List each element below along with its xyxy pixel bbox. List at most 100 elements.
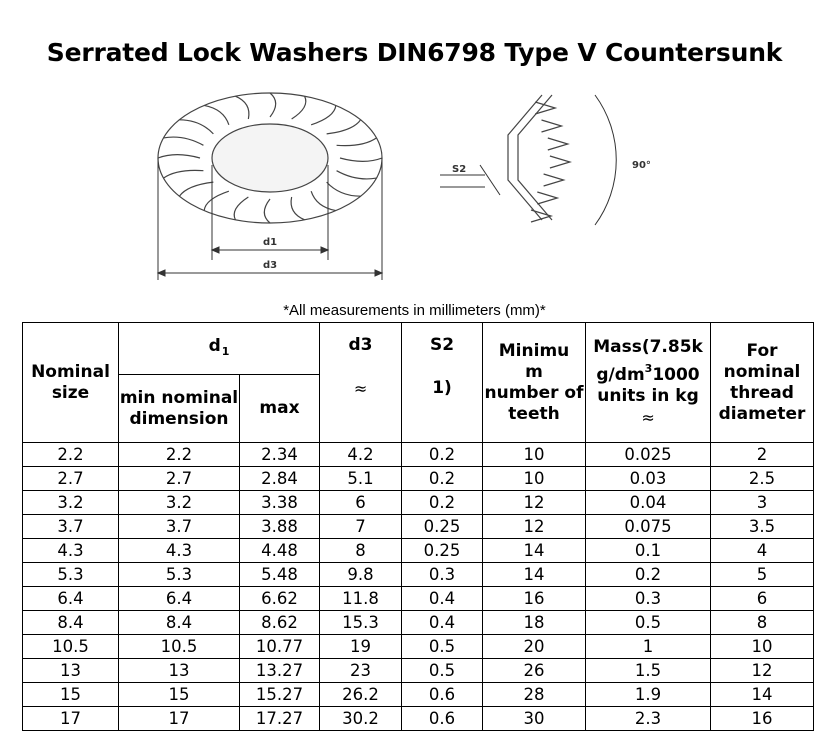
cell-d1-max: 2.84 (238, 466, 321, 491)
cell-teeth: 14 (482, 562, 587, 587)
cell-teeth: 14 (482, 538, 587, 563)
cell-teeth: 10 (482, 466, 587, 491)
cell-d3: 15.3 (319, 610, 403, 635)
cell-mass: 0.025 (585, 442, 712, 467)
header-mass: Mass(7.85k g/dm31000 units in kg ≈ (585, 322, 712, 443)
cell-thread: 2.5 (710, 466, 815, 491)
cell-d1-max: 6.62 (238, 586, 321, 611)
cell-teeth: 18 (482, 610, 587, 635)
serration-tooth (269, 92, 277, 118)
cell-s2: 0.4 (401, 610, 484, 635)
measurement-note: *All measurements in millimeters (mm)* (283, 302, 546, 319)
cell-mass: 1.9 (585, 682, 712, 707)
cell-s2: 0.5 (401, 658, 484, 683)
serration-tooth (290, 196, 305, 221)
d3-dimension (156, 158, 384, 280)
cell-nominal-size: 17 (22, 706, 119, 731)
cell-d1-min: 3.2 (118, 490, 240, 515)
cell-thread: 10 (710, 634, 815, 659)
washer-side-view (507, 94, 572, 223)
serration-tooth (163, 136, 204, 146)
d1-dimension (210, 165, 330, 260)
cell-d1-max: 4.48 (238, 538, 321, 563)
cell-s2: 0.6 (401, 706, 484, 731)
cell-d3: 7 (319, 514, 403, 539)
cell-d3: 11.8 (319, 586, 403, 611)
cell-teeth: 28 (482, 682, 587, 707)
cell-nominal-size: 2.7 (22, 466, 119, 491)
cell-nominal-size: 8.4 (22, 610, 119, 635)
cell-d1-max: 15.27 (238, 682, 321, 707)
side-tooth (541, 119, 564, 133)
cell-mass: 0.2 (585, 562, 712, 587)
cell-mass: 1 (585, 634, 712, 659)
cell-mass: 0.04 (585, 490, 712, 515)
cell-d1-min: 2.2 (118, 442, 240, 467)
cell-d1-min: 4.3 (118, 538, 240, 563)
side-tooth (535, 101, 558, 115)
side-tooth (547, 137, 570, 151)
cell-nominal-size: 2.2 (22, 442, 119, 467)
cell-thread: 6 (710, 586, 815, 611)
cell-d3: 23 (319, 658, 403, 683)
cell-s2: 0.2 (401, 466, 484, 491)
cell-thread: 3.5 (710, 514, 815, 539)
serration-tooth (291, 95, 307, 120)
cell-nominal-size: 3.7 (22, 514, 119, 539)
cell-s2: 0.2 (401, 490, 484, 515)
cell-d1-max: 8.62 (238, 610, 321, 635)
cell-d1-min: 15 (118, 682, 240, 707)
header-s2: S2 1) (401, 322, 484, 443)
serration-tooth (339, 157, 383, 162)
washer-drawing: d1 d3 S2 90° (156, 92, 651, 280)
cell-nominal-size: 15 (22, 682, 119, 707)
cell-nominal-size: 10.5 (22, 634, 119, 659)
serration-tooth (310, 190, 336, 212)
s2-label: S2 (452, 164, 466, 175)
header-thread: For nominal thread diameter (710, 322, 815, 443)
cell-teeth: 10 (482, 442, 587, 467)
serration-tooth (204, 104, 230, 126)
approx-symbol: ≈ (641, 408, 655, 427)
cell-mass: 0.03 (585, 466, 712, 491)
d3-label: d3 (263, 260, 277, 271)
cell-nominal-size: 4.3 (22, 538, 119, 563)
cell-nominal-size: 6.4 (22, 586, 119, 611)
cell-mass: 0.1 (585, 538, 712, 563)
cell-mass: 2.3 (585, 706, 712, 731)
cell-teeth: 30 (482, 706, 587, 731)
cell-thread: 2 (710, 442, 815, 467)
cell-d1-max: 3.88 (238, 514, 321, 539)
cell-d3: 9.8 (319, 562, 403, 587)
cell-nominal-size: 13 (22, 658, 119, 683)
angle-arc (594, 94, 617, 226)
serration-tooth (203, 190, 230, 211)
side-tooth (549, 155, 572, 169)
serration-tooth (336, 137, 377, 147)
washer-top-view (157, 92, 383, 224)
cell-nominal-size: 5.3 (22, 562, 119, 587)
cell-d1-min: 5.3 (118, 562, 240, 587)
cell-nominal-size: 3.2 (22, 490, 119, 515)
serration-tooth (326, 181, 361, 197)
side-tooth (537, 191, 560, 205)
angle-label: 90° (632, 160, 651, 171)
cell-thread: 5 (710, 562, 815, 587)
cell-d3: 30.2 (319, 706, 403, 731)
side-tooth (530, 209, 554, 223)
page-title: Serrated Lock Washers DIN6798 Type V Cou… (46, 38, 783, 67)
cell-mass: 0.3 (585, 586, 712, 611)
cell-thread: 14 (710, 682, 815, 707)
header-d1-min: min nominal dimension (118, 374, 240, 443)
cell-d1-max: 5.48 (238, 562, 321, 587)
serration-tooth (326, 119, 362, 135)
cell-teeth: 20 (482, 634, 587, 659)
